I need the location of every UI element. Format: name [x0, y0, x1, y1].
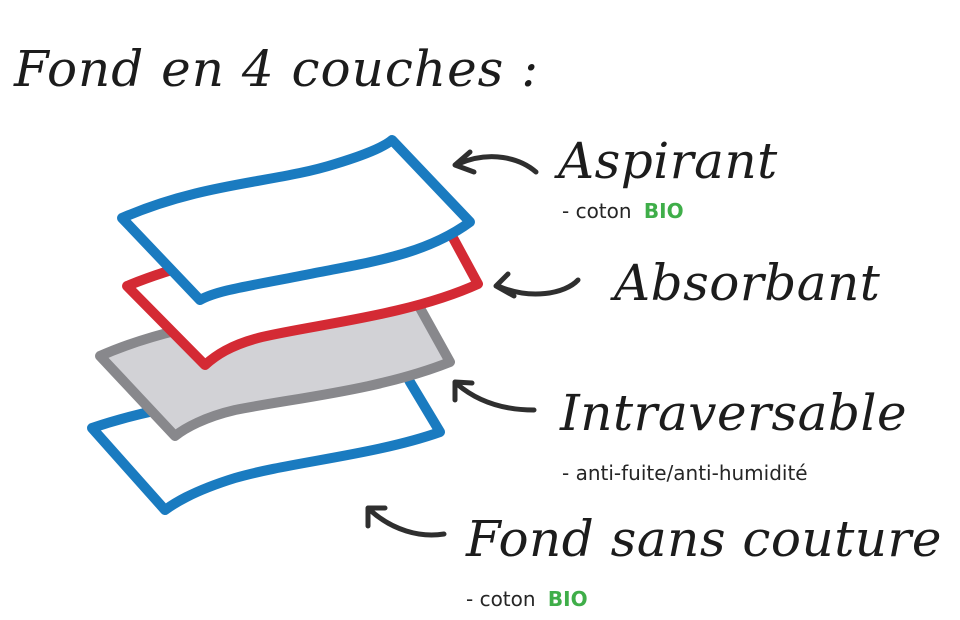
- layer-aspirant-shape: [117, 135, 475, 305]
- layer-label-absorbant: Absorbant: [610, 254, 881, 312]
- bio-badge: BIO: [548, 587, 588, 611]
- detail-prefix: - coton: [562, 199, 632, 223]
- detail-prefix: - coton: [466, 587, 536, 611]
- arrow-intraversable-icon: [452, 379, 537, 413]
- layer-label-aspirant: Aspirant: [554, 132, 778, 190]
- detail-prefix: - anti-fuite/anti-humidité: [562, 461, 808, 485]
- arrow-absorbant-icon: [493, 271, 581, 299]
- bio-badge: BIO: [644, 199, 684, 223]
- arrow-fond-sans-couture-icon: [365, 505, 447, 538]
- arrows: [365, 149, 581, 538]
- arrow-aspirant-icon: [452, 149, 539, 175]
- layer-label-fond-sans-couture: Fond sans couture: [465, 510, 942, 568]
- layer-label-intraversable: Intraversable: [559, 384, 907, 442]
- page-title: Fond en 4 couches :: [13, 40, 539, 98]
- layer-detail-aspirant: - coton BIO: [562, 199, 684, 223]
- layer-detail-fond-sans-couture: - coton BIO: [466, 587, 588, 611]
- layer-stack: [87, 135, 483, 515]
- layer-detail-intraversable: - anti-fuite/anti-humidité: [562, 461, 808, 485]
